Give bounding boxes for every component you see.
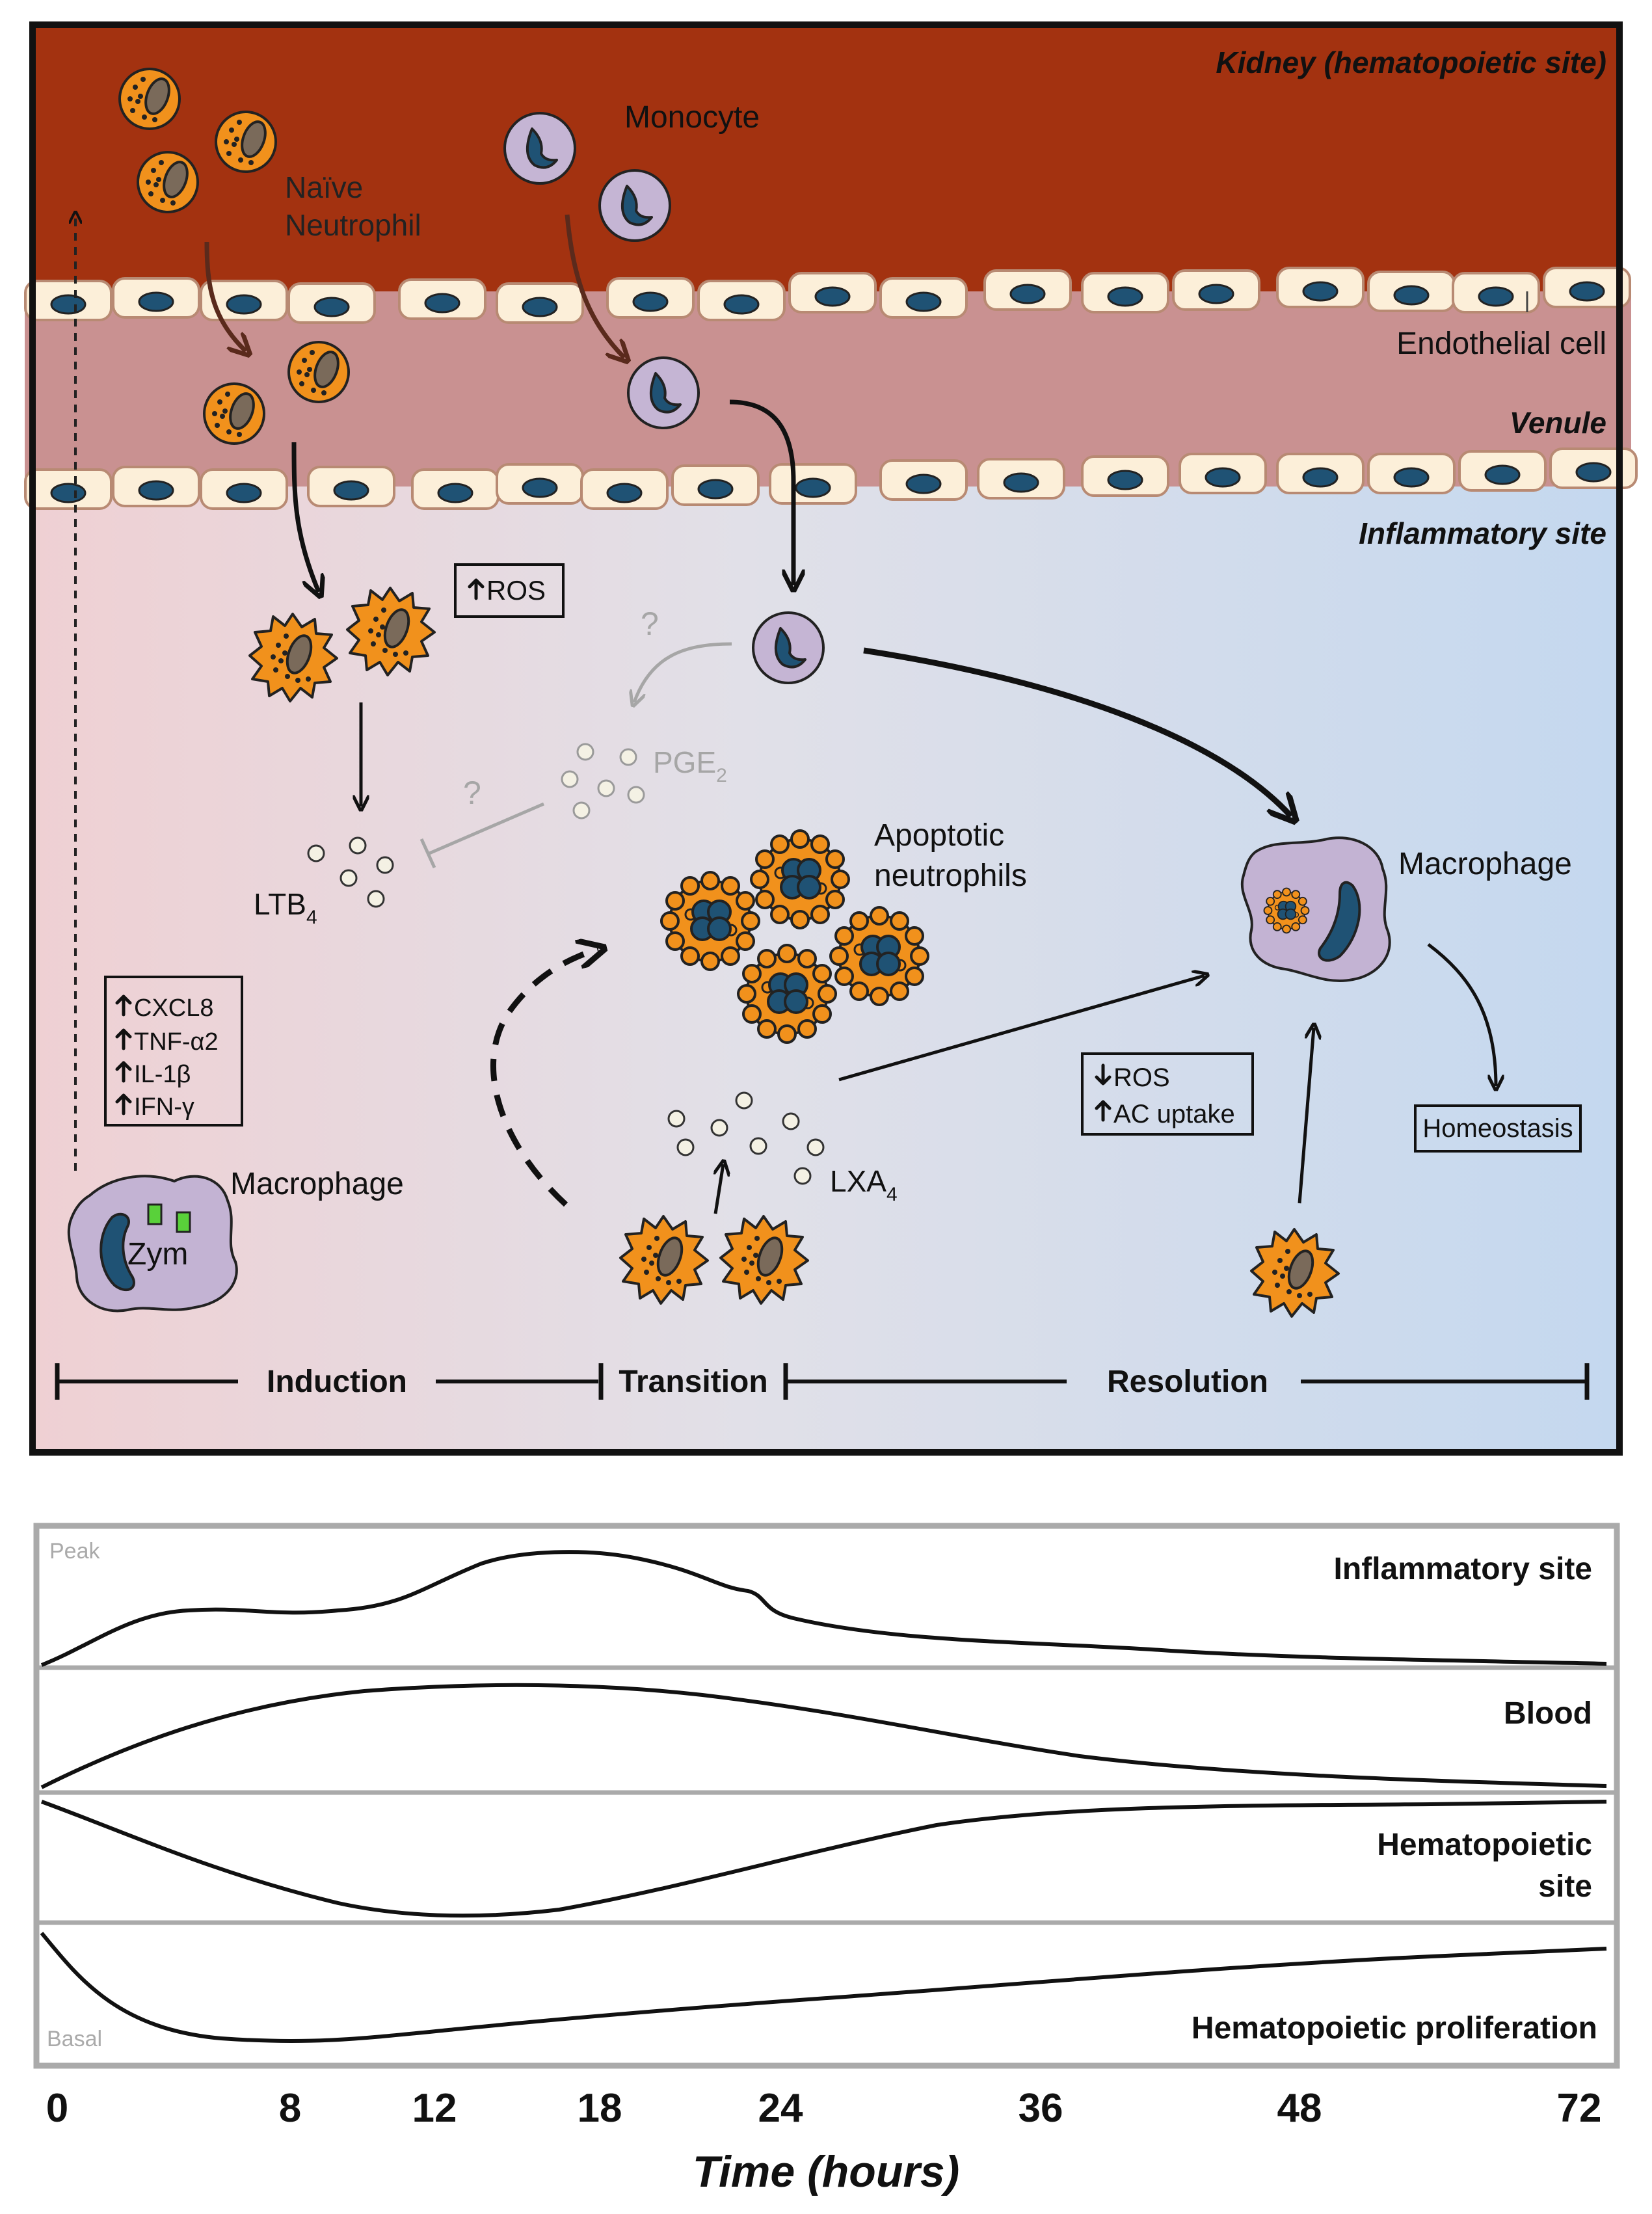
curve-blood	[40, 1683, 1607, 1789]
phase-resolution: Resolution	[1107, 1365, 1268, 1399]
homeostasis-label: Homeostasis	[1422, 1114, 1573, 1143]
naive-neutrophil-1	[118, 68, 181, 130]
tick-0: 0	[46, 2086, 68, 2131]
venule-label: Venule	[1510, 406, 1606, 440]
kidney-label: Kidney (hematopoietic site)	[1216, 46, 1606, 79]
arrow-to-lxa4	[715, 1164, 723, 1214]
cytokine-box	[104, 976, 243, 1127]
arrow-mono-extravasate	[565, 214, 624, 358]
venule-neutrophil-1	[203, 382, 265, 445]
track-label-proliferation: Hematopoietic proliferation	[1192, 2011, 1597, 2046]
dashed-transition-arrow	[490, 950, 598, 1207]
venule-neutrophil-2	[287, 341, 350, 403]
phase-transition: Transition	[619, 1365, 767, 1399]
pge2-label: PGE2	[653, 745, 727, 786]
monocyte-2	[598, 169, 671, 242]
track-label-hematopoietic-site: site	[1538, 1869, 1592, 1904]
zym-label: Zym	[127, 1237, 188, 1272]
ros-down-label: ROS	[1113, 1063, 1170, 1092]
naive-neutrophil-3	[137, 151, 199, 213]
track-label-hematopoietic: Hematopoietic	[1377, 1828, 1592, 1862]
x-tick-labels: 0 8 12 18 24 36 48 72	[46, 2086, 1602, 2131]
ros-down-box	[1081, 1052, 1254, 1136]
arrow-mono-to-site	[729, 399, 793, 585]
arrow-mono-to-pge2	[634, 642, 732, 702]
ros-up-box	[454, 563, 565, 618]
endothelial-label: Endothelial cell	[1396, 327, 1606, 361]
arrow-neut-to-site	[291, 442, 319, 592]
homeostasis-box	[1414, 1104, 1582, 1153]
phase-bar	[55, 1363, 1590, 1400]
tick-72: 72	[1557, 2086, 1602, 2131]
curve-inflammatory-site	[40, 1550, 1607, 1667]
monocyte-1	[503, 112, 576, 185]
tick-36: 36	[1019, 2086, 1063, 2131]
curve-hematopoietic-proliferation	[40, 1932, 1607, 2044]
zymosan-particle-2	[176, 1211, 191, 1233]
lxa4-label: LXA4	[830, 1164, 898, 1205]
inhibit-line	[429, 802, 544, 855]
naive-neutrophil-2	[215, 111, 277, 173]
apoptotic-label-1: Apoptotic	[874, 818, 1004, 853]
kidney-region	[33, 25, 1619, 304]
naive-label-1: Naïve	[285, 170, 363, 204]
cytokine-3: IFN-γ	[134, 1093, 194, 1121]
question-mark-pge2: ?	[641, 606, 659, 642]
cytokine-0: CXCL8	[134, 994, 214, 1022]
ros-up-label: ROS	[486, 575, 546, 606]
track-label-blood: Blood	[1504, 1696, 1592, 1731]
arrow-mono-to-macrophage	[863, 647, 1291, 816]
macrophage-right	[1240, 836, 1391, 983]
arrow-neut-to-macrophage	[1298, 1028, 1314, 1204]
top-panel-border	[29, 21, 1623, 1456]
ltb4-label: LTB4	[254, 887, 317, 928]
tick-18: 18	[578, 2086, 622, 2131]
tick-8: 8	[279, 2086, 301, 2131]
peak-label: Peak	[49, 1539, 100, 1564]
macrophage-left-label: Macrophage	[230, 1167, 404, 1201]
curve-hematopoietic-site	[40, 1800, 1607, 1918]
monocyte-label: Monocyte	[624, 100, 760, 135]
top-panel: Kidney (hematopoietic site) Venule Infla…	[24, 21, 1638, 1456]
question-mark-inhibit: ?	[463, 775, 481, 811]
venule-monocyte	[627, 356, 700, 429]
arrow-lxa4-to-macrophage	[838, 976, 1205, 1082]
phase-induction: Induction	[267, 1365, 407, 1399]
macrophage-left	[67, 1175, 238, 1313]
timeline-panel: Peak Basal Inflammatory site Blood Hemat…	[33, 1523, 1620, 2196]
apoptotic-label-2: neutrophils	[874, 859, 1027, 893]
site-monocyte	[752, 611, 825, 684]
arrow-to-homeostasis	[1427, 943, 1496, 1086]
tick-24: 24	[758, 2086, 803, 2131]
cytokine-1: TNF-α2	[134, 1028, 219, 1056]
tick-48: 48	[1277, 2086, 1322, 2131]
track-label-inflammatory: Inflammatory site	[1334, 1552, 1592, 1586]
timeline-frame	[33, 1523, 1620, 2069]
cytokine-list: CXCL8 TNF-α2 IL-1β IFN-γ	[117, 994, 219, 1121]
ac-uptake-label: AC uptake	[1113, 1100, 1235, 1128]
naive-label-2: Neutrophil	[285, 208, 421, 242]
cytokine-2: IL-1β	[134, 1061, 191, 1088]
x-axis-label: Time (hours)	[693, 2147, 960, 2196]
basal-label: Basal	[47, 2027, 102, 2051]
zymosan-particle-1	[147, 1203, 163, 1225]
tick-12: 12	[412, 2086, 457, 2131]
inhibit-bar	[420, 838, 436, 869]
inflammatory-site-label: Inflammatory site	[1359, 516, 1606, 550]
arrow-neut-extravasate	[204, 241, 246, 351]
macrophage-right-label: Macrophage	[1398, 847, 1572, 881]
